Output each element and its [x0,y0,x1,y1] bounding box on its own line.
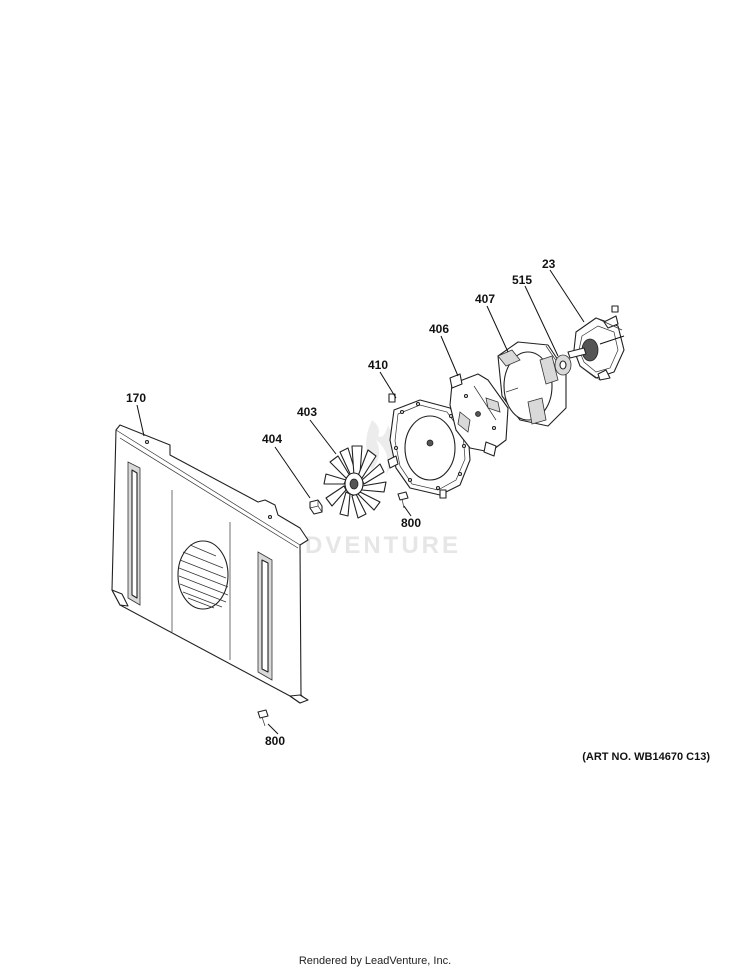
part-407-insulation[interactable] [497,341,567,427]
callout-407: 407 [475,292,495,306]
callout-410: 410 [368,358,388,372]
part-23-motor[interactable] [567,305,625,381]
callout-170: 170 [126,391,146,405]
part-800-screw-lower[interactable] [257,709,269,727]
part-410-mounting-plate[interactable] [387,393,471,499]
part-800-screw-upper[interactable] [397,491,409,509]
callout-403: 403 [297,405,317,419]
callout-labels: 170 404 403 410 406 407 515 23 800 800 [126,257,556,748]
part-406-bracket[interactable] [449,373,509,457]
callout-406: 406 [429,322,449,336]
rear-panel-170[interactable] [111,424,309,704]
callout-800-upper: 800 [401,516,421,530]
part-404-nut[interactable] [309,499,323,515]
callout-515: 515 [512,273,532,287]
callout-404: 404 [262,432,282,446]
footer-credit: Rendered by LeadVenture, Inc. [298,955,452,967]
part-515-washer[interactable] [554,354,572,376]
callout-800-lower: 800 [265,734,285,748]
art-number-label: (ART NO. WB14670 C13) [582,751,710,763]
callout-23: 23 [542,257,556,271]
vent-grille [177,540,229,610]
leader-lines [136,269,625,735]
part-403-fan-blade[interactable] [323,445,387,519]
